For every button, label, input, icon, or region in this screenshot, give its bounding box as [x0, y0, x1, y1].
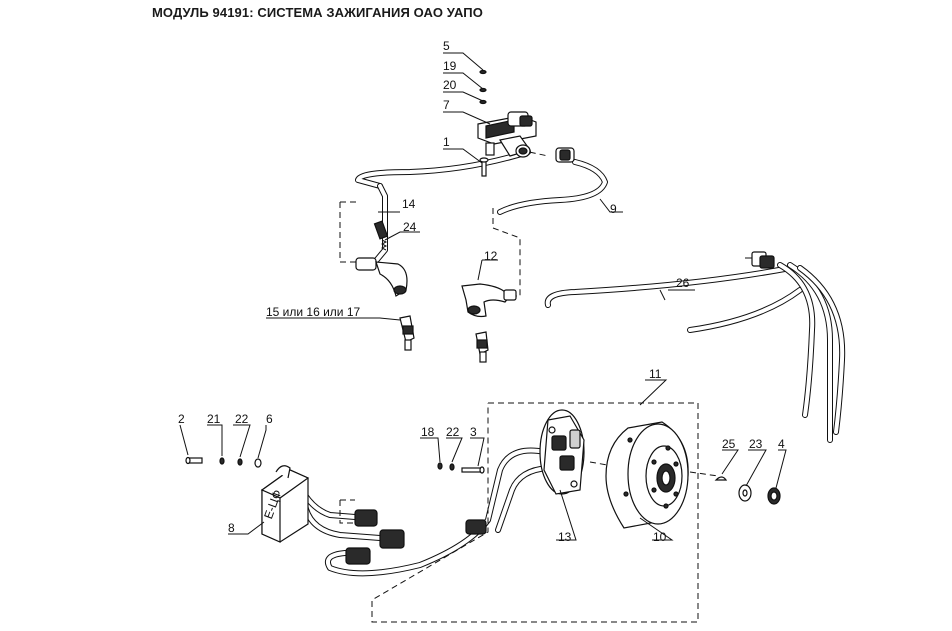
callout-20: 20 [443, 78, 457, 92]
callout-2: 2 [178, 412, 185, 426]
hv-lead-connector [745, 251, 775, 269]
stator-13 [539, 409, 585, 495]
callout-25: 25 [722, 437, 736, 451]
washer-23 [738, 484, 752, 502]
spark-plug-cap-12 [461, 283, 517, 318]
callout-5: 5 [443, 39, 450, 53]
callout-7: 7 [443, 98, 450, 112]
callout-8: 8 [228, 521, 235, 535]
callout-12: 12 [484, 249, 498, 263]
flywheel-10 [605, 421, 689, 529]
stator-bolt-3 [461, 466, 485, 474]
callout-13: 13 [558, 530, 572, 544]
nut-4 [767, 487, 781, 505]
callout-3: 3 [470, 425, 477, 439]
spring-24 [380, 239, 388, 251]
ignition-wire-harness-9 [355, 149, 608, 265]
coil-bolt-1 [479, 157, 489, 177]
dashed-guides [339, 149, 719, 623]
callout-19: 19 [443, 59, 457, 73]
coil-end-connector [555, 147, 575, 163]
callout-23: 23 [749, 437, 763, 451]
callout-22-cdi: 22 [235, 412, 249, 426]
cdi-connectors [345, 509, 405, 565]
cdi-washers-21-22-6 [219, 457, 262, 468]
callout-26: 26 [676, 276, 690, 290]
resistor-14 [373, 220, 389, 240]
spark-plug-cap-left [355, 257, 408, 297]
callout-15-16-17: 15 или 16 или 17 [266, 305, 361, 319]
page-title: МОДУЛЬ 94191: СИСТЕМА ЗАЖИГАНИЯ ОАО УАПО [152, 5, 483, 20]
callout-18: 18 [421, 425, 435, 439]
spark-plug-right [475, 331, 489, 363]
hv-lead-26 [544, 262, 846, 443]
callout-24: 24 [403, 220, 417, 234]
callout-1: 1 [443, 135, 450, 149]
cdi-module-8: Е-ЦФ [260, 465, 310, 543]
leader-lines [179, 52, 787, 541]
stator-washers-18-22 [437, 462, 455, 471]
callout-11: 11 [649, 367, 662, 381]
callout-labels: 5 19 20 7 1 9 14 24 12 26 15 или 16 или … [178, 39, 785, 544]
stator-connector [465, 519, 487, 535]
callout-4: 4 [778, 437, 785, 451]
callout-14: 14 [402, 197, 416, 211]
callout-6: 6 [266, 412, 273, 426]
callout-10: 10 [653, 530, 667, 544]
callout-9: 9 [610, 202, 617, 216]
cdi-bolt-2 [185, 456, 203, 465]
callout-22-stator: 22 [446, 425, 460, 439]
callout-21: 21 [207, 412, 221, 426]
spark-plug-left [399, 315, 415, 351]
ignition-coil-7 [477, 111, 537, 158]
woodruff-key-25 [714, 476, 728, 481]
